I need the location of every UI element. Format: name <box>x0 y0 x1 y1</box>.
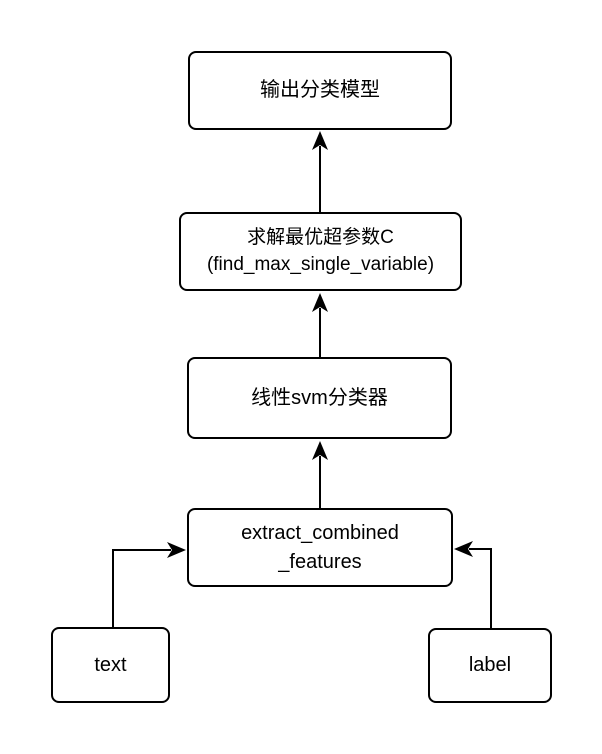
node-output-model: 输出分类模型 <box>188 51 452 130</box>
node-extract-features-label-line1: extract_combined <box>241 522 399 545</box>
arrowhead-up-icon <box>312 131 328 150</box>
node-solve-hyperparam-label-line2: (find_max_single_variable) <box>206 253 435 275</box>
node-extract-features: extract_combined _features <box>187 508 453 587</box>
arrowhead-left-icon <box>454 541 473 557</box>
node-text-input: text <box>51 627 170 703</box>
node-linear-svm: 线性svm分类器 <box>187 357 452 439</box>
node-extract-features-label-line2: _features <box>278 550 362 573</box>
edge-label-to-extract <box>454 541 492 628</box>
arrowhead-up-icon <box>312 441 328 460</box>
edge-text-to-extract <box>112 542 186 627</box>
arrowhead-right-icon <box>167 542 186 558</box>
edge-svm-to-hyperparam <box>312 293 328 357</box>
edge-hyperparam-to-output <box>312 131 328 212</box>
node-text-input-label: text <box>94 653 127 676</box>
node-output-model-label: 输出分类模型 <box>260 79 380 102</box>
node-solve-hyperparam: 求解最优超参数C (find_max_single_variable) <box>179 212 462 291</box>
node-label-input-label: label <box>468 654 512 677</box>
arrowhead-up-icon <box>312 293 328 312</box>
node-linear-svm-label: 线性svm分类器 <box>251 386 388 409</box>
node-solve-hyperparam-label-line1: 求解最优超参数C <box>247 226 394 248</box>
edge-extract-to-svm <box>312 441 328 508</box>
node-label-input: label <box>428 628 552 703</box>
